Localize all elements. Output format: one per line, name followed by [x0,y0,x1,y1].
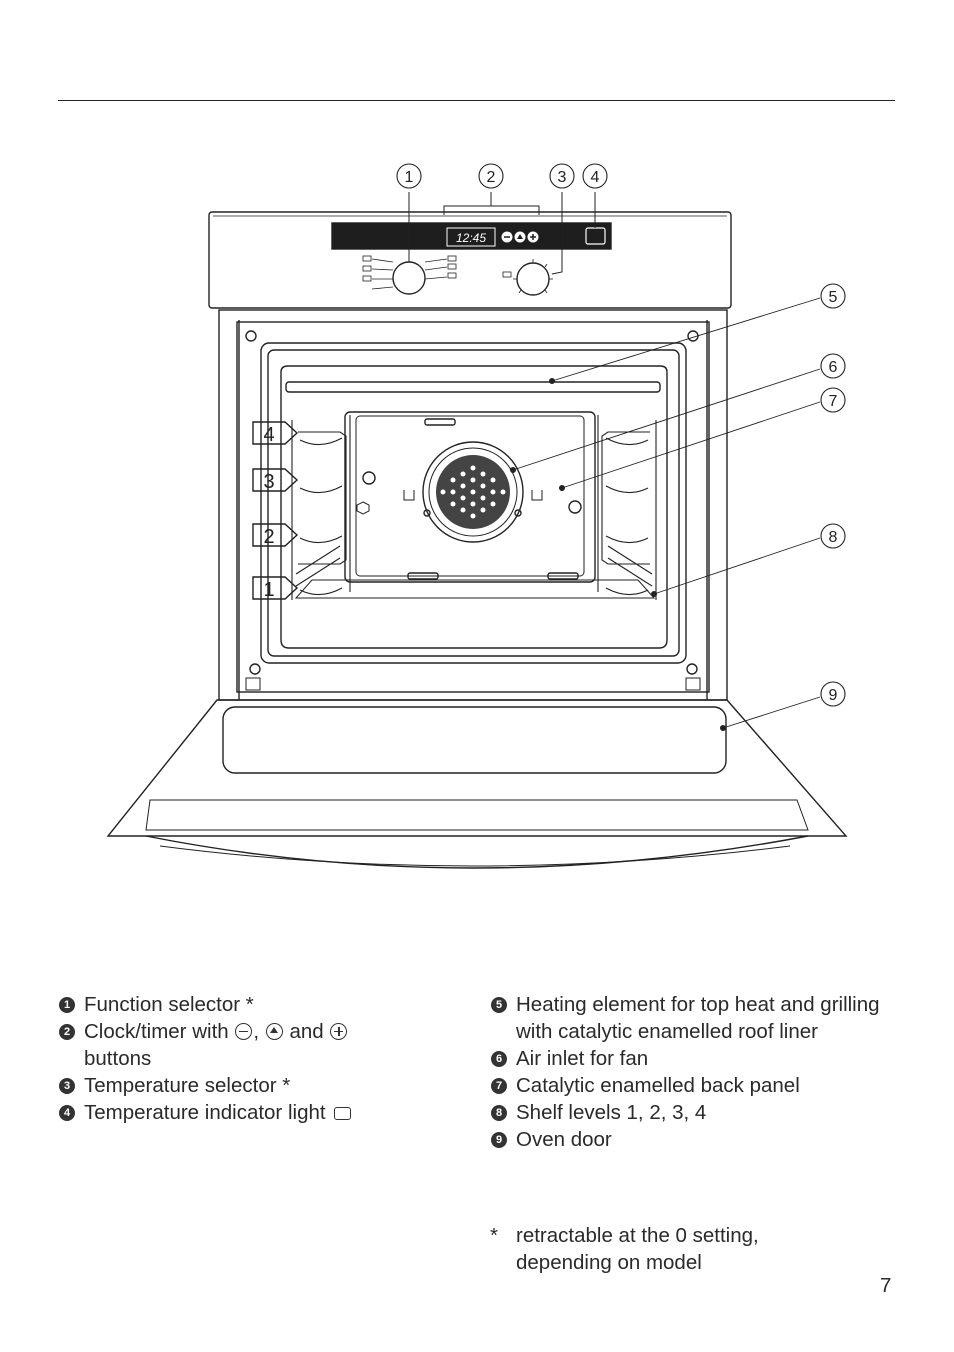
legend-number: 5 [491,997,507,1013]
oven-cavity [260,342,687,664]
back-panel [344,411,596,583]
shelf-level-1: 1 [263,579,274,601]
callout-9-circle [820,681,846,707]
shelf-level-labels: 4 3 2 1 [252,421,299,601]
legend-item-9: 9 Oven door [490,1126,900,1153]
function-selector-knob [392,261,426,295]
legend-left: 1 Function selector * 2 Clock/timer with… [58,991,438,1126]
page-number: 7 [880,1274,892,1297]
callout-1-circle [396,163,422,189]
clock-display [446,227,496,247]
legend-text-continued: buttons [84,1047,152,1070]
callout-9: 9 [829,687,838,704]
legend-item-7: 7 Catalytic enamelled back panel [490,1072,900,1099]
legend-number: 9 [491,1132,507,1148]
legend-item-1: 1 Function selector * [58,991,438,1018]
legend-text: Temperature selector * [84,1074,291,1097]
shelf-level-1-tag [252,576,299,600]
plus-button-icon [330,1023,348,1040]
shelf-level-3-tag [252,468,299,492]
legend-number: 4 [59,1105,75,1121]
legend-item-4: 4 Temperature indicator light [58,1099,438,1126]
control-panel [208,211,732,309]
legend-text: Heating element for top heat and grillin… [516,993,880,1043]
top-heating-element [285,381,661,393]
legend-text: Oven door [516,1128,612,1151]
callout-8: 8 [829,529,838,546]
legend-number: 1 [59,997,75,1013]
callout-3-circle [549,163,575,189]
legend-text: Air inlet for fan [516,1047,649,1070]
callout-1: 1 [405,169,414,186]
legend-number: 3 [59,1078,75,1094]
callout-7: 7 [829,393,838,410]
legend-text: Function selector * [84,993,254,1016]
callout-6-circle [820,353,846,379]
legend-text: Clock/timer with [84,1020,229,1043]
legend-number: 7 [491,1078,507,1094]
callout-5: 5 [829,289,838,306]
legend-text: Catalytic enamelled back panel [516,1074,800,1097]
oven-door [106,699,848,837]
shelf-level-2-tag [252,523,299,547]
shelf-level-2: 2 [263,526,274,548]
callout-2-circle [478,163,504,189]
callout-5-circle [820,283,846,309]
legend-number: 2 [59,1024,75,1040]
shelf-level-3: 3 [263,471,274,493]
footnote-text: retractable at the 0 setting, depending … [516,1224,759,1274]
shelf-level-4-tag [252,421,299,445]
minus-button-icon [235,1023,253,1040]
oven-diagram: 12:45 [106,163,848,869]
diagram-callouts: 1 2 3 4 5 6 7 8 9 [396,163,846,707]
callout-3: 3 [558,169,567,186]
legend-item-5: 5 Heating element for top heat and grill… [490,991,900,1045]
legend-number: 8 [491,1105,507,1121]
footnote-marker: * [490,1224,498,1247]
callout-6: 6 [829,359,838,376]
callout-4: 4 [591,169,600,186]
legend-right: 5 Heating element for top heat and grill… [490,991,900,1153]
up-button-icon [265,1023,283,1040]
legend-text: Temperature indicator light [84,1101,326,1124]
clock-display-time: 12:45 [456,231,486,245]
door-window [222,706,727,774]
callout-7-circle [820,387,846,413]
legend-item-2: 2 Clock/timer with , and buttons [58,1018,438,1072]
legend-item-6: 6 Air inlet for fan [490,1045,900,1072]
fan-cover [422,441,524,543]
temperature-selector-knob [516,262,550,296]
shelf-level-4: 4 [263,424,274,446]
legend-item-8: 8 Shelf levels 1, 2, 3, 4 [490,1099,900,1126]
indicator-light-icon [334,1107,352,1120]
legend-number: 6 [491,1051,507,1067]
header-rule [58,100,895,101]
callout-8-circle [820,523,846,549]
footnote: * retractable at the 0 setting, dependin… [490,1222,850,1276]
callout-2: 2 [487,169,496,186]
legend-item-3: 3 Temperature selector * [58,1072,438,1099]
legend-text: Shelf levels 1, 2, 3, 4 [516,1101,707,1124]
callout-4-circle [582,163,608,189]
